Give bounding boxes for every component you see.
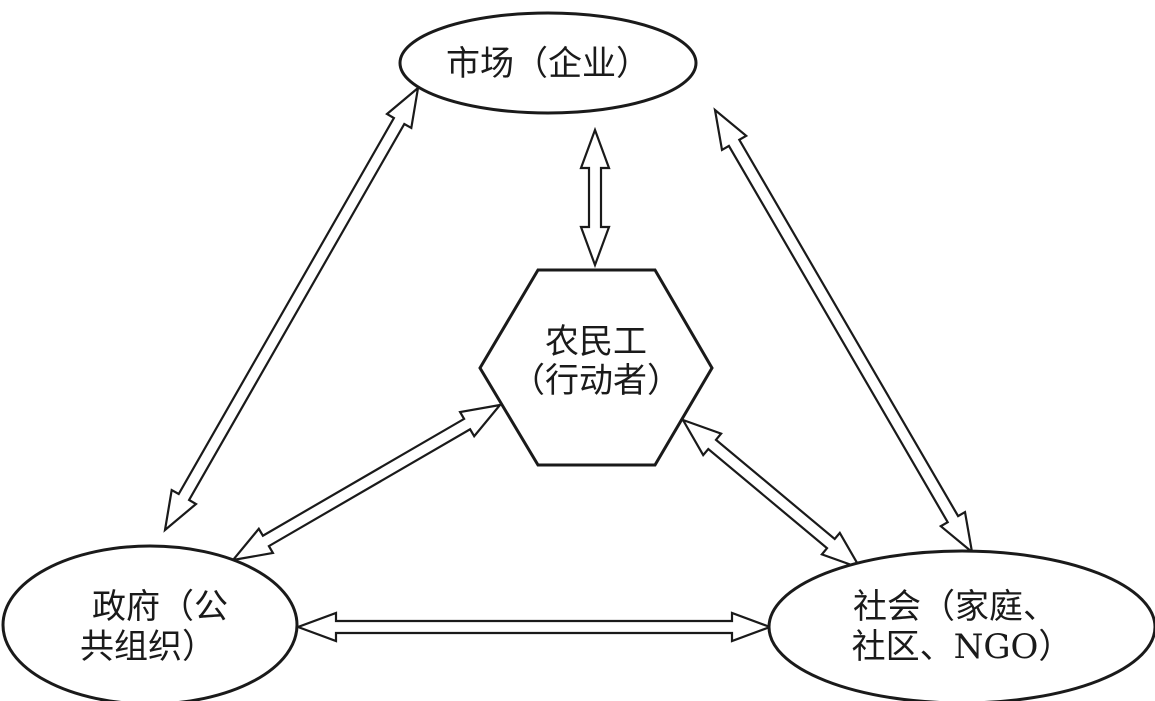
arrow-worker-society [680, 417, 863, 571]
node-society: 社会（家庭、 社区、NGO） [767, 549, 1155, 701]
arrow-layer [163, 85, 974, 643]
node-government: 政府（公 共组织） [1, 544, 299, 701]
government-label-line1: 政府（公 [92, 587, 228, 627]
worker-label-line1: 农民工 [545, 322, 647, 362]
government-ellipse [1, 544, 299, 701]
society-label-line1: 社会（家庭、 [853, 587, 1057, 627]
node-worker: 农民工 （行动者） [478, 268, 714, 467]
worker-hexagon [478, 268, 714, 467]
society-label-line2: 社区、NGO） [852, 627, 1073, 667]
worker-label-line2: （行动者） [511, 361, 681, 401]
society-ellipse [767, 549, 1155, 701]
arrow-worker-government [230, 403, 503, 562]
market-ellipse [398, 11, 698, 115]
arrow-market-worker [579, 126, 611, 269]
government-label-line2: 共组织） [80, 627, 216, 667]
market-label: 市场（企业） [446, 44, 650, 84]
arrow-government-society [294, 611, 774, 643]
arrow-market-government [163, 85, 420, 533]
node-market: 市场（企业） [398, 11, 698, 115]
